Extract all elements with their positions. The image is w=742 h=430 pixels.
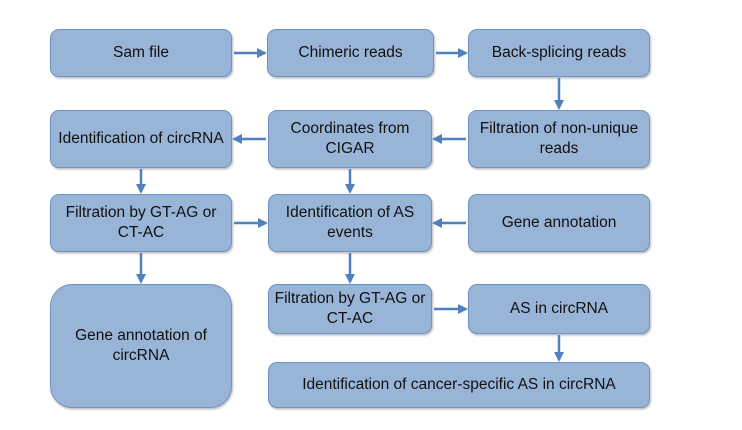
- node-identification-circrna: Identification of circRNA: [50, 110, 232, 168]
- node-back-splicing-reads-label: Back-splicing reads: [491, 44, 627, 61]
- node-filtration-gt-ag-left: Filtration by GT-AG or CT-AC: [50, 194, 232, 252]
- node-coordinates-cigar: Coordinates from CIGAR: [268, 110, 432, 168]
- node-coordinates-cigar-label: Coordinates from CIGAR: [290, 120, 410, 157]
- node-identification-as-events: Identification of AS events: [268, 194, 432, 252]
- node-filtration-non-unique-label: Filtration of non-unique reads: [479, 120, 639, 157]
- node-identification-as-events-label: Identification of AS events: [285, 204, 415, 241]
- node-filtration-gt-ag-left-label: Filtration by GT-AG or CT-AC: [65, 204, 217, 241]
- node-gene-annotation-label: Gene annotation: [501, 214, 617, 231]
- node-identification-cancer-specific: Identification of cancer-specific AS in …: [268, 362, 650, 408]
- node-gene-annotation-circrna: Gene annotation of circRNA: [50, 284, 232, 408]
- node-sam-file-label: Sam file: [113, 44, 169, 61]
- node-chimeric-reads: Chimeric reads: [267, 29, 434, 77]
- node-filtration-gt-ag-right-label: Filtration by GT-AG or CT-AC: [274, 290, 426, 327]
- node-gene-annotation-circrna-label: Gene annotation of circRNA: [75, 327, 207, 364]
- node-identification-circrna-label: Identification of circRNA: [58, 130, 224, 147]
- node-sam-file: Sam file: [50, 29, 232, 77]
- node-filtration-gt-ag-right: Filtration by GT-AG or CT-AC: [268, 284, 432, 334]
- node-filtration-non-unique: Filtration of non-unique reads: [468, 110, 650, 168]
- node-as-in-circrna: AS in circRNA: [468, 284, 650, 334]
- node-back-splicing-reads: Back-splicing reads: [468, 29, 650, 77]
- node-gene-annotation: Gene annotation: [468, 194, 650, 252]
- node-chimeric-reads-label: Chimeric reads: [298, 44, 403, 61]
- node-as-in-circrna-label: AS in circRNA: [509, 300, 609, 317]
- node-identification-cancer-specific-label: Identification of cancer-specific AS in …: [302, 376, 616, 393]
